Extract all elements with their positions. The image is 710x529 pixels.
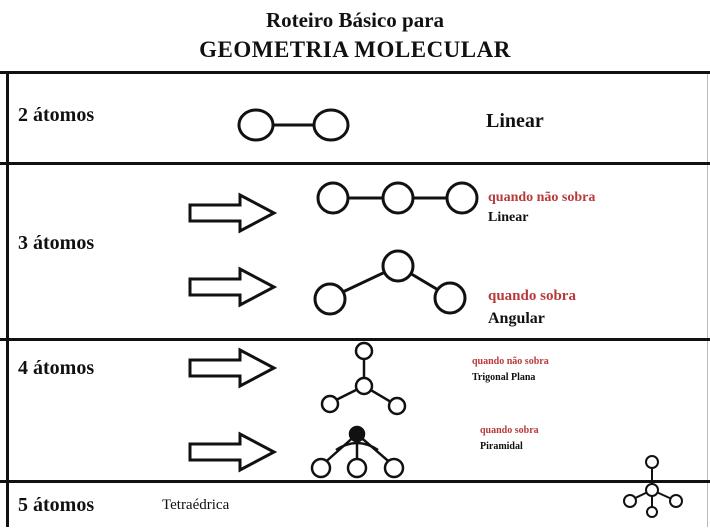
condition-4-nao-sobra: quando não sobra <box>472 356 549 367</box>
condition-3-nao-sobra: quando não sobra <box>488 190 596 205</box>
molecule-linear-2-atoms <box>237 108 350 142</box>
row-divider-3 <box>0 480 710 483</box>
condition-4-sobra: quando sobra <box>480 425 539 436</box>
geometry-trigonal-plana: Trigonal Plana <box>472 372 536 383</box>
row-label-4-atomos: 4 átomos <box>18 357 95 379</box>
arrow-icon <box>188 192 278 234</box>
molecule-piramidal <box>310 425 405 479</box>
row-divider-2 <box>0 338 710 341</box>
row-divider-top <box>0 71 710 74</box>
arrow-icon <box>188 431 278 473</box>
molecule-trigonal-plana <box>320 341 407 416</box>
row-label-5-atomos: 5 átomos <box>18 494 95 516</box>
geometry-piramidal: Piramidal <box>480 441 523 452</box>
page-title-line1: Roteiro Básico para <box>265 8 445 32</box>
molecule-angular-3-atoms <box>313 249 467 316</box>
condition-3-sobra: quando sobra <box>488 288 576 304</box>
arrow-icon <box>188 347 278 389</box>
molecule-linear-3-atoms <box>316 181 479 215</box>
geometry-tetraedrica: Tetraédrica <box>162 497 230 513</box>
geometry-linear-3: Linear <box>488 210 529 225</box>
table-frame <box>6 71 708 527</box>
geometry-linear-2: Linear <box>486 110 544 132</box>
row-label-3-atomos: 3 átomos <box>18 232 95 254</box>
molecule-tetraedrica <box>623 455 683 518</box>
row-label-2-atomos: 2 átomos <box>18 104 95 126</box>
arrow-icon <box>188 266 278 308</box>
geometry-angular: Angular <box>488 310 545 327</box>
row-divider-1 <box>0 162 710 165</box>
page-title-line2: GEOMETRIA MOLECULAR <box>199 37 511 62</box>
